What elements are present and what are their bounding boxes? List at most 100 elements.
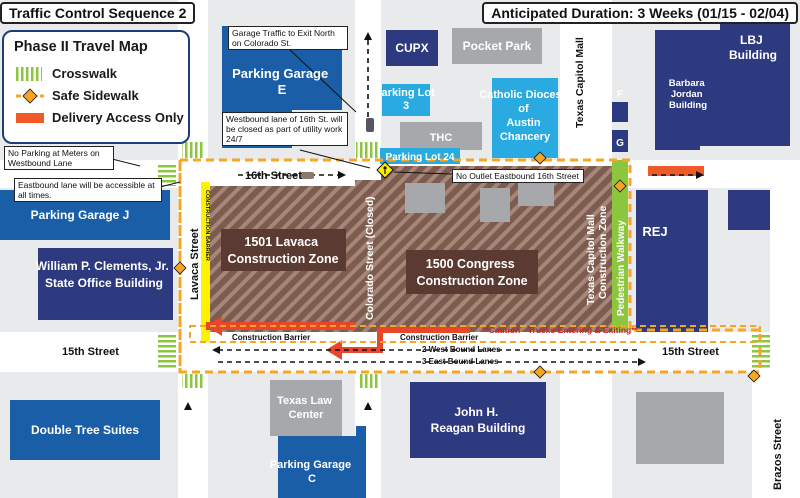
westbound-closed-callout: Westbound lane of 16th St. will be close… [222, 112, 348, 146]
parking-garage-e-label: Parking Garage E [232, 66, 332, 97]
label-line: C [308, 473, 316, 485]
pedestrian-walkway-label: Pedestrian Walkway [616, 220, 627, 316]
delivery-access [189, 166, 761, 360]
annotation-labels: Construction Barrier Construction Barrie… [232, 325, 639, 366]
legend-title: Phase II Travel Map [14, 39, 148, 55]
thc-building-east [518, 182, 554, 206]
crosswalk [158, 164, 176, 186]
parking-lot-3-label: Parking Lot 3 [374, 87, 438, 112]
colorado-arrow-south [364, 402, 372, 410]
brazos-street-road [752, 372, 800, 498]
15th-street-label-east: 15th Street [662, 346, 719, 358]
texas-capitol-mall-label: Texas Capitol Mall [574, 37, 586, 128]
label-line: State Office Building [45, 276, 163, 290]
sequence-title: Traffic Control Sequence 2 [0, 2, 196, 24]
reagan-label: John H. Reagan Building [431, 405, 526, 435]
eastbound-arrowhead [638, 358, 646, 366]
parking-garage-c-building [278, 426, 366, 498]
congress-zone-label: 1500 Congress Construction Zone [416, 257, 527, 288]
lavaca-zone-label: 1501 Lavaca Construction Zone [227, 235, 338, 266]
lavaca-arrow-south [184, 402, 192, 410]
cupx-label: CUPX [395, 41, 428, 55]
thc-building-south [405, 183, 445, 213]
lane-arrows [218, 40, 700, 363]
barbara-jordan-label: Barbara Jordan Building [669, 78, 708, 111]
catholic-diocese-label: Catholic Diocese of Austin Chancery [479, 89, 571, 143]
car-icon [366, 118, 374, 132]
east-lanes-label: 3 East Bound Lanes [422, 357, 499, 366]
garage-exit-callout: Garage Traffic to Exit North on Colorado… [228, 26, 348, 50]
leader-line [299, 149, 371, 169]
crosswalk [358, 374, 380, 388]
thc-building-north [400, 122, 482, 150]
eastbound-accessible-callout: Eastbound lane will be accessible at all… [14, 178, 162, 202]
label-line: Parking Garage [232, 66, 328, 81]
truck-route-arrow [326, 340, 342, 360]
texas-law-center-building [270, 380, 342, 436]
g-building [612, 130, 628, 152]
construction-barrier-strip [201, 182, 210, 342]
label-line: LBJ [740, 33, 763, 47]
label-line: Texas Law [277, 395, 332, 407]
westbound-arrowhead [212, 346, 220, 354]
parking-garage-j-label: Parking Garage J [31, 208, 130, 222]
car-icon [300, 172, 314, 179]
crosswalk [182, 142, 204, 158]
gray-building-southeast [636, 392, 724, 464]
catholic-diocese-building [492, 78, 558, 158]
barrier-label-left: Construction Barrier [232, 333, 310, 342]
capitol-mall-zone-label: Texas Capitol Mall Construction Zone [585, 206, 609, 305]
pocket-park-label: Pocket Park [463, 39, 532, 53]
parking-lot-24-label: Parking Lot 24 [386, 152, 455, 163]
double-tree-label: Double Tree Suites [31, 423, 139, 437]
building-labels: Parking Garage E CUPX Pocket Park LBJ Bu… [31, 33, 777, 485]
label-line: Building [729, 48, 777, 62]
brazos-upper-road [770, 188, 800, 332]
label-line: Construction Zone [416, 274, 527, 288]
texas-law-center-label: Texas Law Center [277, 395, 335, 421]
construction-area [201, 160, 628, 342]
brazos-street-label: Brazos Street [772, 419, 784, 490]
no-outlet-callout: No Outlet Eastbound 16th Street [452, 169, 584, 183]
pedestrian-sign-icon [747, 369, 761, 383]
parking-garage-c-label: Parking Garage C [270, 459, 354, 485]
crosswalk-icon [16, 67, 42, 81]
legend-safe-sidewalk-label: Safe Sidewalk [52, 88, 139, 103]
west-lanes-label: 2 West Bound Lanes [422, 345, 501, 354]
barrier-label-right: Construction Barrier [400, 333, 478, 342]
label-line: 1500 Congress [426, 257, 515, 271]
pedestrian-signs [173, 151, 761, 383]
caution-zone-outline [189, 325, 761, 343]
legend-crosswalk-label: Crosswalk [52, 66, 118, 81]
label-line: Construction Zone [597, 206, 609, 299]
clements-building [38, 248, 173, 320]
pedestrian-sign-icon [173, 261, 187, 275]
label-line: Center [289, 409, 325, 421]
label-line: Parking Garage [270, 459, 351, 471]
street-labels: 16th Street 15th Street 15th Street Lava… [62, 37, 784, 490]
rej-label: REJ [642, 224, 667, 239]
label-line: 1501 Lavaca [244, 235, 319, 249]
lbj-building [655, 20, 790, 150]
clements-label: William P. Clements, Jr. State Office Bu… [36, 259, 172, 290]
construction-barrier-vertical-label: CONSTRUCTION BARRIER [204, 190, 210, 261]
pedestrian-sign-icon [613, 179, 627, 193]
label-line: Catholic Diocese [479, 89, 568, 101]
parking-lot-3-area [382, 84, 430, 116]
thc-building-middle [480, 188, 510, 222]
zone-labels: 1501 Lavaca Construction Zone 1500 Congr… [227, 235, 527, 288]
crosswalks [158, 142, 770, 388]
north-arrowhead [364, 32, 372, 40]
thc-label: THC [430, 132, 453, 144]
duration-badge: Anticipated Duration: 3 Weeks (01/15 - 0… [482, 2, 798, 24]
congress-zone-label-box [406, 250, 538, 294]
label-line: E [278, 82, 287, 97]
lbj-label: LBJ Building [729, 33, 777, 62]
label-line: Building [669, 100, 707, 111]
label-line: of [518, 103, 529, 115]
label-line: Texas Capitol Mall [585, 214, 597, 305]
colorado-closed-area [355, 180, 381, 332]
rej-building [636, 190, 708, 332]
lavaca-street-label: Lavaca Street [189, 228, 201, 300]
